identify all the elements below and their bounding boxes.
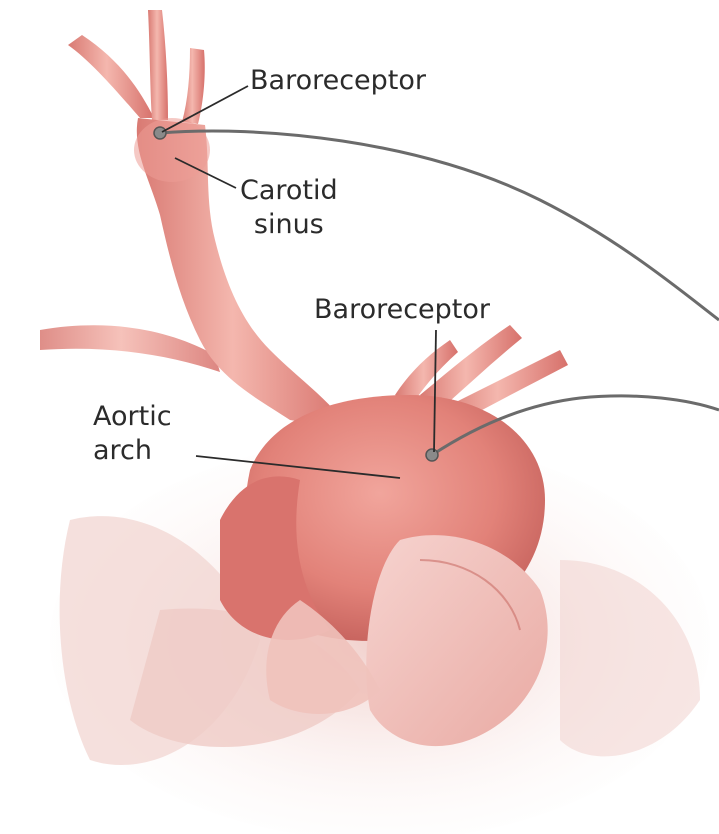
label-carotid-sinus: Carotid sinus: [240, 174, 338, 242]
label-aortic-baroreceptor: Baroreceptor: [314, 293, 490, 327]
label-carotid-baroreceptor: Baroreceptor: [250, 64, 426, 98]
label-aortic-arch-line2: arch: [93, 434, 172, 468]
subclavian-artery: [40, 325, 220, 372]
label-carotid-sinus-line2: sinus: [240, 208, 338, 242]
label-aortic-arch-line1: Aortic: [93, 400, 172, 434]
label-carotid-sinus-line1: Carotid: [240, 174, 338, 208]
carotid-baroreceptor-dot: [154, 127, 166, 139]
aortic-baroreceptor-dot: [426, 449, 438, 461]
label-aortic-arch: Aortic arch: [93, 400, 172, 468]
